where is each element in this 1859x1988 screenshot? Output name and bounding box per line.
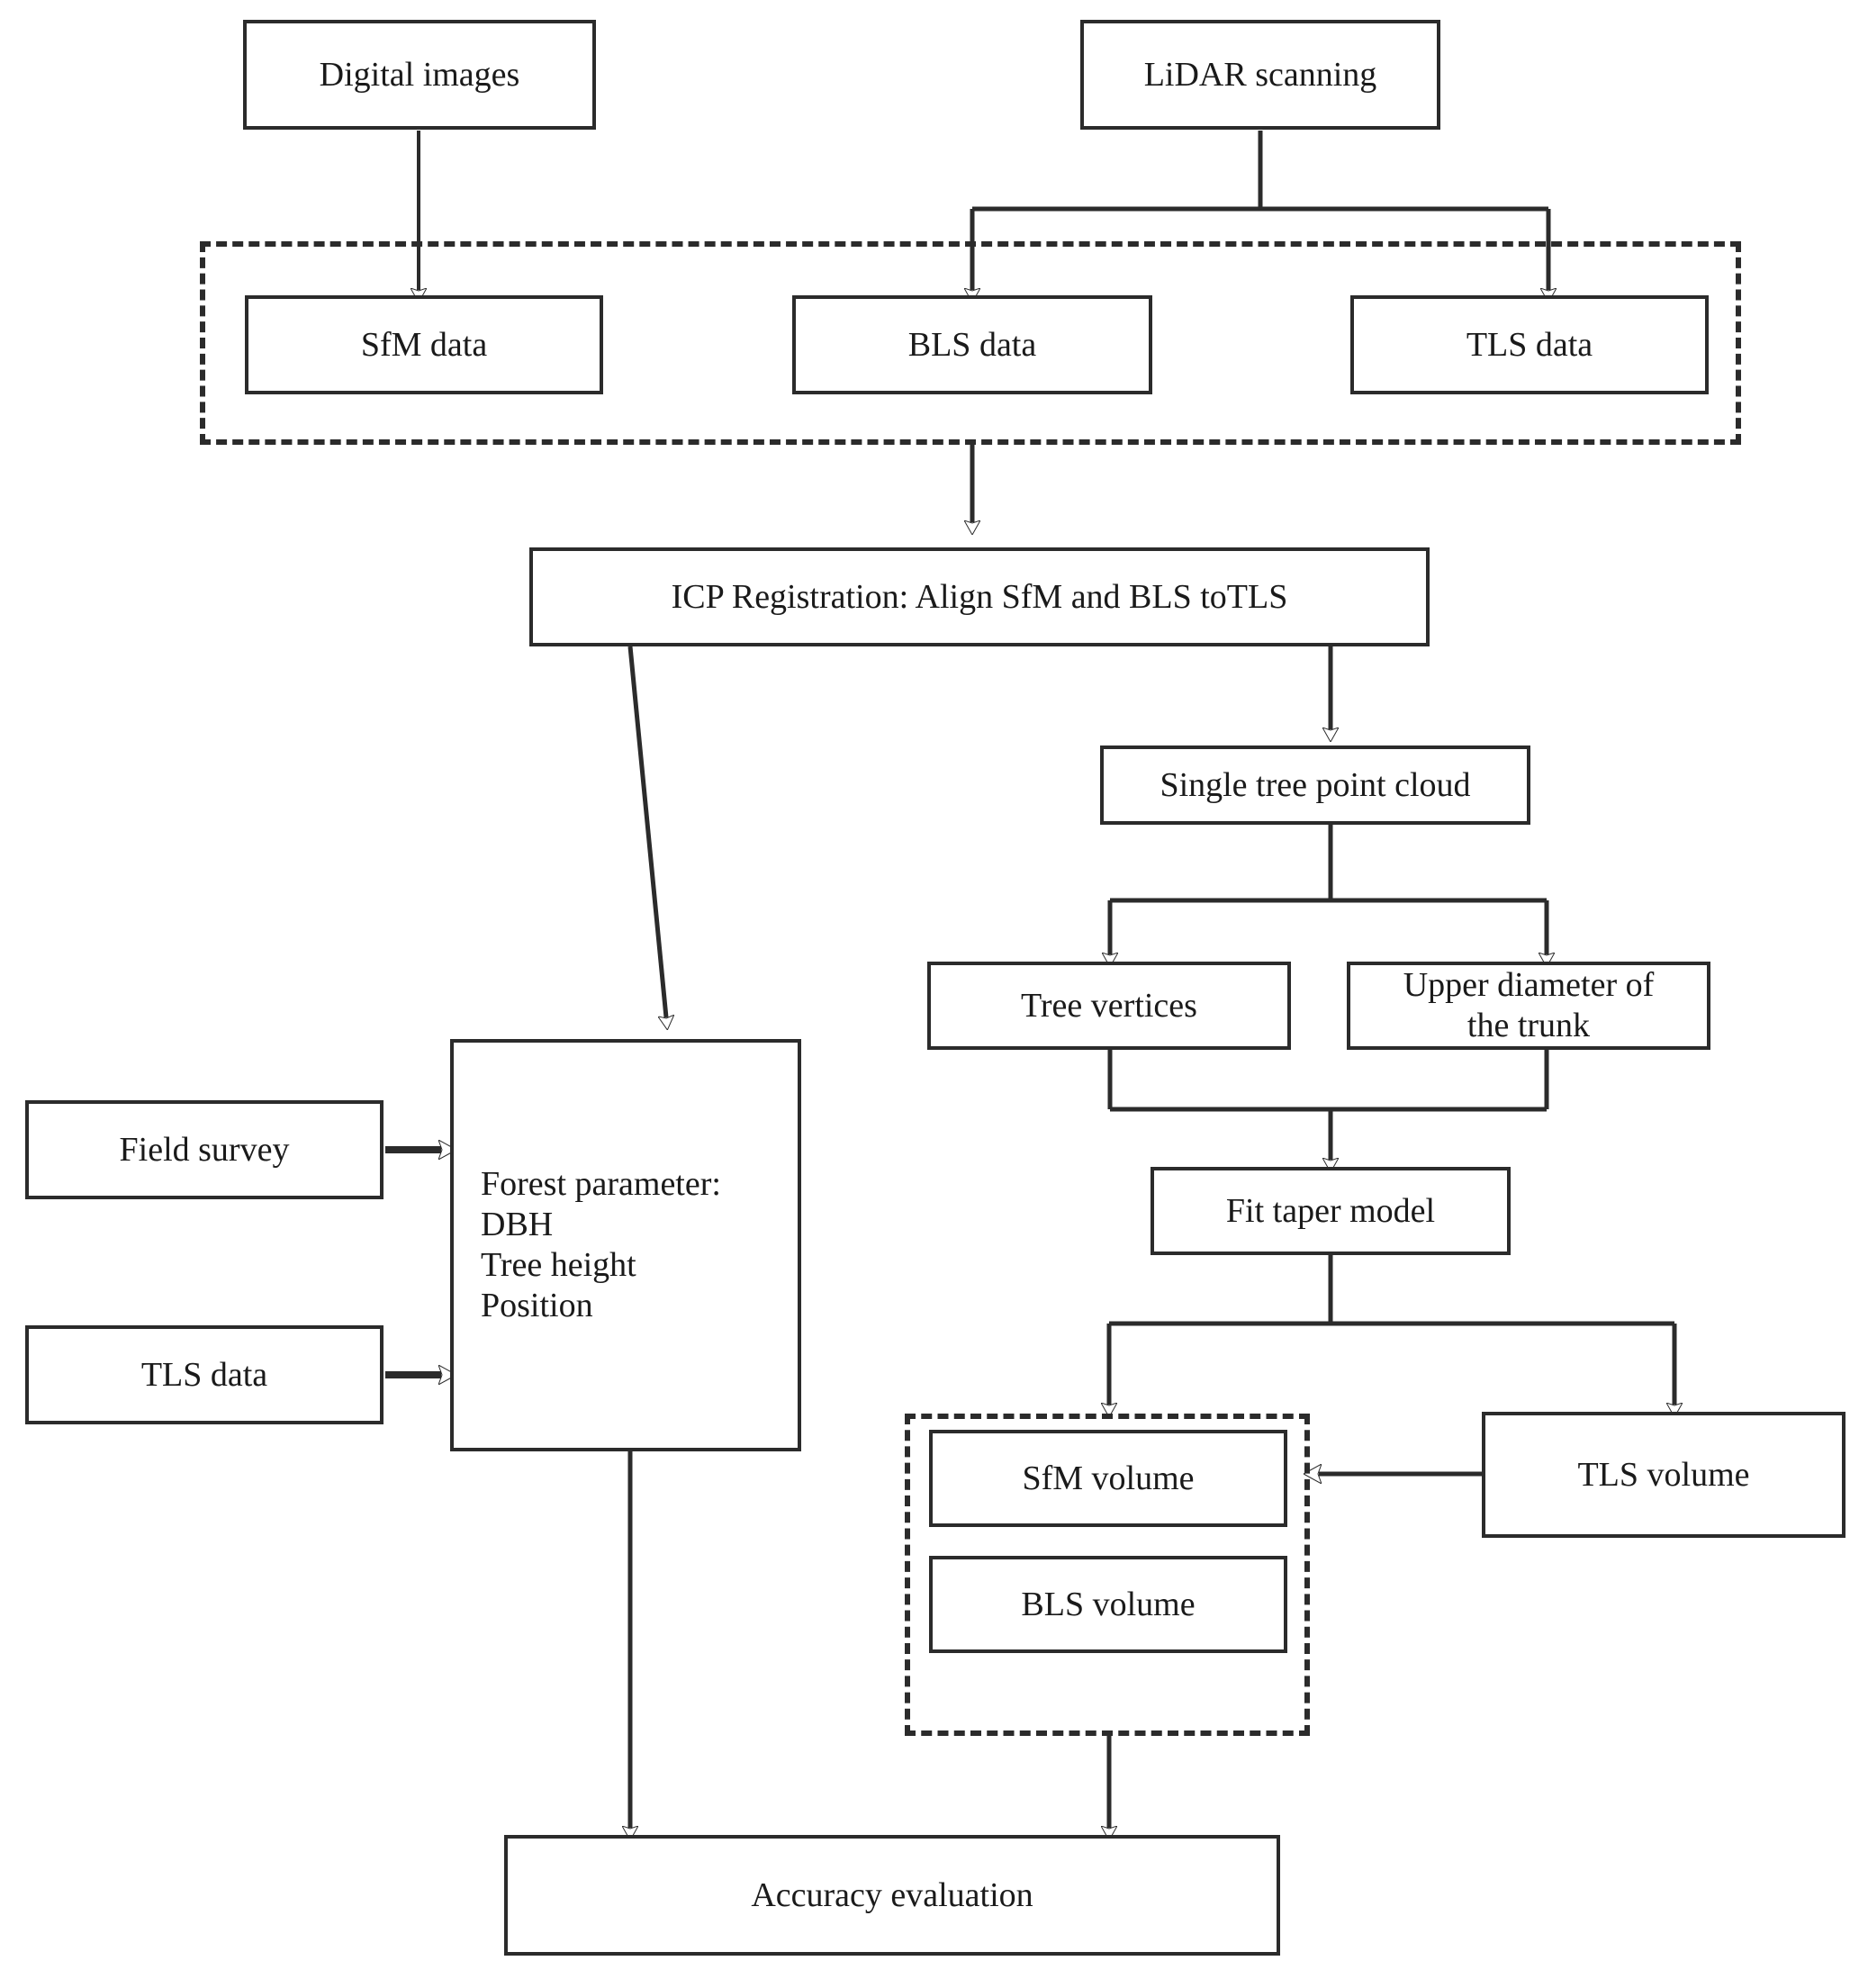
node-tree-vertices-label: Tree vertices	[1021, 986, 1197, 1025]
node-field-survey[interactable]: Field survey	[25, 1100, 384, 1199]
node-tls-data-secondary-label: TLS data	[140, 1355, 268, 1394]
node-tree-vertices[interactable]: Tree vertices	[927, 962, 1291, 1050]
node-forest-parameter-label: Forest parameter: DBH Tree height Positi…	[481, 1165, 721, 1324]
node-tls-data[interactable]: TLS data	[1350, 295, 1709, 394]
node-single-tree-point-cloud[interactable]: Single tree point cloud	[1100, 746, 1530, 825]
node-fit-taper-model-label: Fit taper model	[1225, 1191, 1436, 1230]
node-upper-diameter-of-trunk[interactable]: Upper diameter of the trunk	[1347, 962, 1710, 1050]
node-sfm-volume-label: SfM volume	[1022, 1459, 1195, 1497]
node-field-survey-label: Field survey	[119, 1130, 290, 1169]
node-accuracy-evaluation-label: Accuracy evaluation	[751, 1875, 1033, 1914]
node-digital-images[interactable]: Digital images	[243, 20, 596, 130]
node-accuracy-evaluation[interactable]: Accuracy evaluation	[504, 1835, 1280, 1956]
node-sfm-volume[interactable]: SfM volume	[929, 1430, 1287, 1527]
node-tls-volume[interactable]: TLS volume	[1482, 1412, 1845, 1538]
node-digital-images-label: Digital images	[319, 55, 520, 94]
node-bls-data[interactable]: BLS data	[792, 295, 1152, 394]
node-tls-data-label: TLS data	[1466, 325, 1593, 364]
node-icp-registration[interactable]: ICP Registration: Align SfM and BLS toTL…	[529, 547, 1430, 646]
node-single-tree-point-cloud-label: Single tree point cloud	[1160, 765, 1471, 804]
node-tls-volume-label: TLS volume	[1577, 1455, 1750, 1494]
node-sfm-data-label: SfM data	[360, 325, 488, 364]
node-sfm-data[interactable]: SfM data	[245, 295, 603, 394]
node-lidar-scanning-label: LiDAR scanning	[1143, 55, 1377, 94]
node-upper-diameter-label: Upper diameter of the trunk	[1403, 966, 1655, 1044]
node-tls-data-secondary[interactable]: TLS data	[25, 1325, 384, 1424]
node-bls-volume-label: BLS volume	[1021, 1585, 1196, 1623]
node-fit-taper-model[interactable]: Fit taper model	[1151, 1167, 1511, 1255]
node-bls-volume[interactable]: BLS volume	[929, 1556, 1287, 1653]
node-icp-registration-label: ICP Registration: Align SfM and BLS toTL…	[671, 577, 1288, 616]
node-bls-data-label: BLS data	[907, 325, 1037, 364]
node-lidar-scanning[interactable]: LiDAR scanning	[1080, 20, 1440, 130]
node-forest-parameter[interactable]: Forest parameter: DBH Tree height Positi…	[450, 1039, 801, 1451]
